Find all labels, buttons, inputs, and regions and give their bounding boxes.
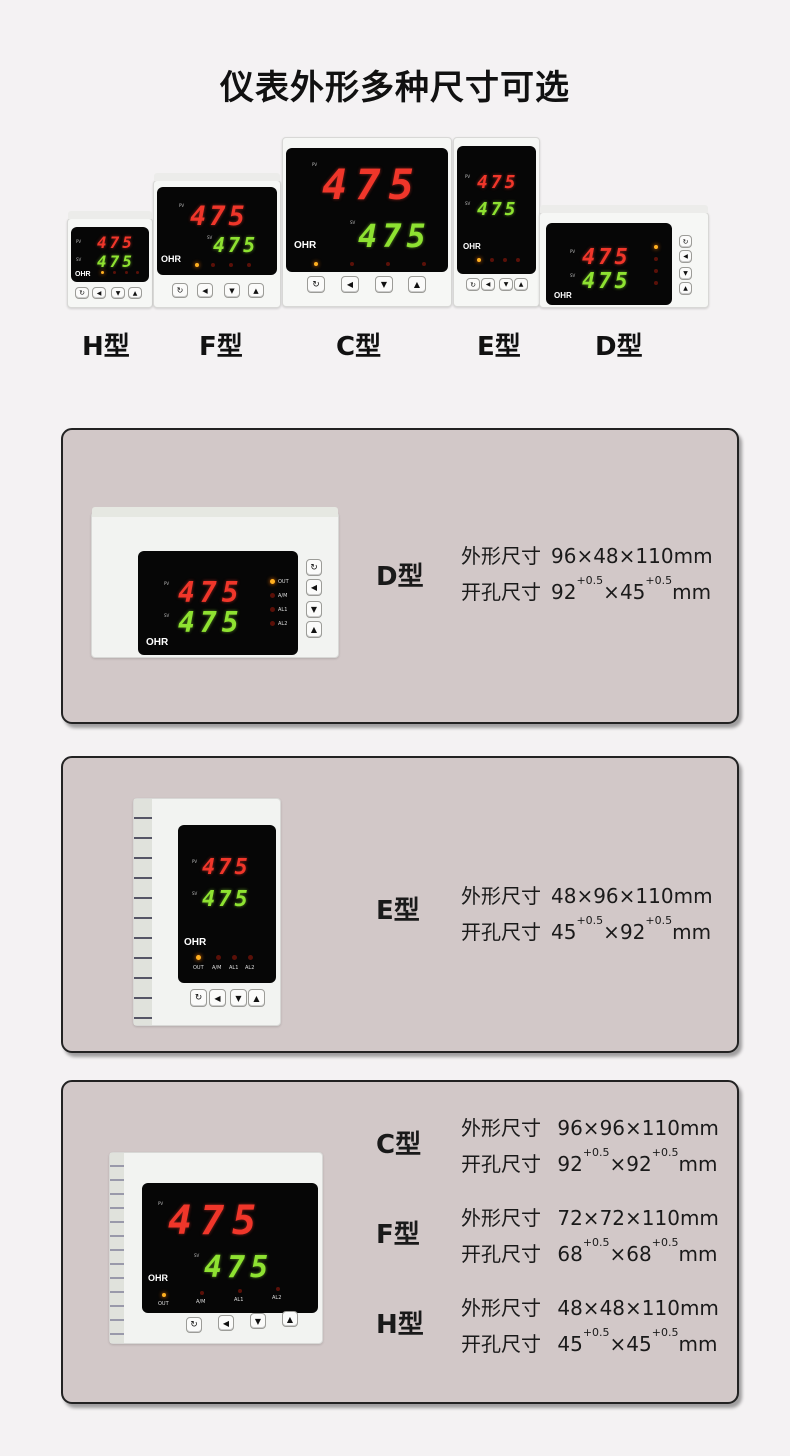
down-button[interactable]: ▼ xyxy=(250,1313,266,1329)
up-button[interactable]: ▲ xyxy=(679,282,692,295)
spec-card-d: PV 475 SV 475 OHR OUT A/M AL1 AL2 ↻ ◀ ▼ … xyxy=(61,428,739,724)
left-button[interactable]: ◀ xyxy=(197,283,213,298)
model-type-label: D型 xyxy=(376,562,424,592)
instrument-d-photo: PV 475 SV 475 OHR OUT A/M AL1 AL2 ↻ ◀ ▼ … xyxy=(91,507,339,658)
instrument-e-photo: PV 475 SV 475 OHR OUT A/M AL1 AL2 ↻ ◀ ▼ … xyxy=(133,798,281,1026)
instrument-e-type: PV 475 SV 475 OHR ↻ ◀ ▼ ▲ xyxy=(453,137,540,307)
cycle-button[interactable]: ↻ xyxy=(307,276,325,293)
down-button[interactable]: ▼ xyxy=(375,276,393,293)
outer-size: 外形尺寸 48×48×110mm xyxy=(461,1296,719,1320)
cutout-size: 开孔尺寸 45+0.5×45+0.5mm xyxy=(461,1326,718,1356)
model-type-label: C型 xyxy=(376,1130,422,1160)
up-button[interactable]: ▲ xyxy=(248,989,265,1007)
spec-card-c-f-h: PV 475 SV 475 OHR OUT A/M AL1 AL2 ↻ ◀ ▼ … xyxy=(61,1080,739,1404)
display-screen: PV 475 SV 475 OHR xyxy=(71,227,149,282)
lineup-label-e: E型 xyxy=(477,332,521,362)
outer-size: 外形尺寸 96×96×110mm xyxy=(461,1116,719,1140)
sv-display: 475 xyxy=(97,252,135,271)
display-screen: PV 475 SV 475 OHR xyxy=(546,223,672,305)
left-button[interactable]: ◀ xyxy=(306,579,322,596)
lineup-label-c: C型 xyxy=(336,332,382,362)
down-button[interactable]: ▼ xyxy=(499,278,513,291)
up-button[interactable]: ▲ xyxy=(514,278,528,291)
lineup-label-d: D型 xyxy=(595,332,643,362)
lineup-label-h: H型 xyxy=(82,332,130,362)
instrument-d-type: PV 475 SV 475 OHR ↻ ◀ ▼ ▲ xyxy=(539,205,709,308)
instrument-c-type: PV 475 SV 475 OHR ↻ ◀ ▼ ▲ xyxy=(282,137,452,307)
display-screen: PV 475 SV 475 OHR xyxy=(457,146,536,274)
left-button[interactable]: ◀ xyxy=(209,989,226,1007)
down-button[interactable]: ▼ xyxy=(306,601,322,618)
cycle-button[interactable]: ↻ xyxy=(186,1317,202,1333)
brand-logo: OHR xyxy=(75,271,91,278)
instrument-f-type: PV 475 SV 475 OHR ↻ ◀ ▼ ▲ xyxy=(153,173,281,308)
up-button[interactable]: ▲ xyxy=(248,283,264,298)
lineup-label-f: F型 xyxy=(199,332,243,362)
instrument-h-type: PV 475 SV 475 OHR ↻ ◀ ▼ ▲ xyxy=(67,211,153,308)
model-type-label: F型 xyxy=(376,1220,420,1250)
display-screen: PV 475 SV 475 OHR xyxy=(157,187,277,275)
left-button[interactable]: ◀ xyxy=(92,287,106,299)
cutout-size: 开孔尺寸 68+0.5×68+0.5mm xyxy=(461,1236,718,1266)
left-button[interactable]: ◀ xyxy=(341,276,359,293)
cycle-button[interactable]: ↻ xyxy=(466,278,480,291)
up-button[interactable]: ▲ xyxy=(306,621,322,638)
left-button[interactable]: ◀ xyxy=(679,250,692,263)
down-button[interactable]: ▼ xyxy=(224,283,240,298)
up-button[interactable]: ▲ xyxy=(282,1311,298,1327)
page-title: 仪表外形多种尺寸可选 xyxy=(220,68,570,108)
down-button[interactable]: ▼ xyxy=(111,287,125,299)
up-button[interactable]: ▲ xyxy=(128,287,142,299)
down-button[interactable]: ▼ xyxy=(230,989,247,1007)
left-button[interactable]: ◀ xyxy=(218,1315,234,1331)
down-button[interactable]: ▼ xyxy=(679,267,692,280)
model-type-label: E型 xyxy=(376,896,420,926)
spec-card-e: PV 475 SV 475 OHR OUT A/M AL1 AL2 ↻ ◀ ▼ … xyxy=(61,756,739,1053)
cycle-button[interactable]: ↻ xyxy=(306,559,322,576)
left-button[interactable]: ◀ xyxy=(481,278,495,291)
cutout-size: 开孔尺寸 92+0.5×92+0.5mm xyxy=(461,1146,718,1176)
cycle-button[interactable]: ↻ xyxy=(172,283,188,298)
cycle-button[interactable]: ↻ xyxy=(75,287,89,299)
instrument-c-photo: PV 475 SV 475 OHR OUT A/M AL1 AL2 ↻ ◀ ▼ … xyxy=(109,1152,323,1344)
pv-display: 475 xyxy=(97,233,135,252)
model-type-label: H型 xyxy=(376,1310,424,1340)
up-button[interactable]: ▲ xyxy=(408,276,426,293)
display-screen: PV 475 SV 475 OHR xyxy=(286,148,448,272)
outer-size: 外形尺寸 72×72×110mm xyxy=(461,1206,719,1230)
cycle-button[interactable]: ↻ xyxy=(190,989,207,1007)
cycle-button[interactable]: ↻ xyxy=(679,235,692,248)
